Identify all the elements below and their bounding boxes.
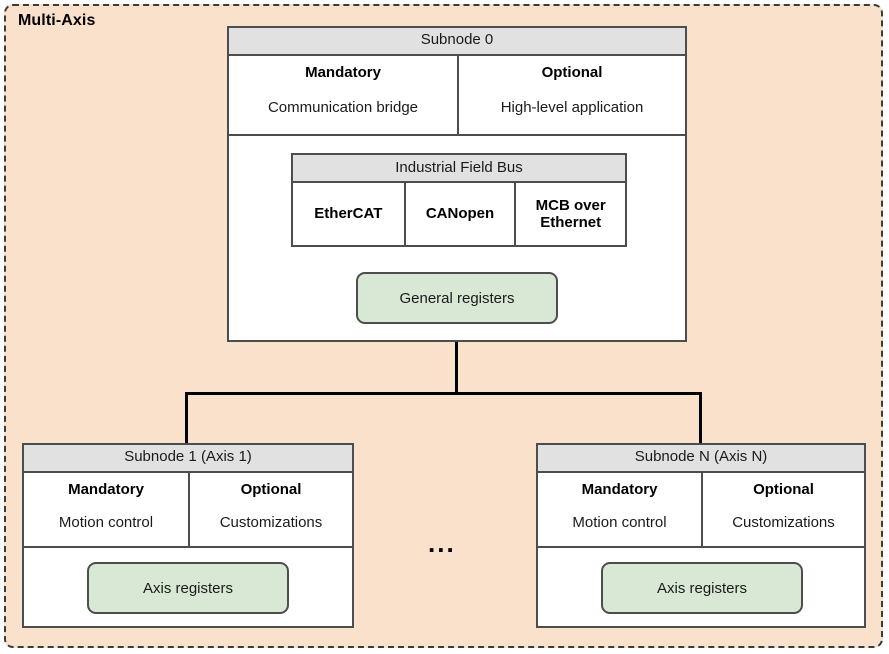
connector-branch-right [699, 392, 702, 445]
subnode-1-optional-value: Customizations [219, 513, 323, 531]
subnode-0-mandatory-column: Mandatory Communication bridge [229, 56, 457, 134]
subnode-1-optional-column: Optional Customizations [188, 472, 352, 546]
subnode-0-header: Subnode 0 [229, 28, 685, 56]
fieldbus-cell-ethercat: EtherCAT [314, 205, 383, 223]
multi-axis-label: Multi-Axis [18, 12, 96, 29]
subnode-1-mandatory-optional-row: Mandatory Motion control Optional Custom… [24, 472, 352, 548]
connector-branch-left [185, 392, 188, 445]
subnode-n-mandatory-optional-row: Mandatory Motion control Optional Custom… [538, 472, 864, 548]
subnode-n-optional-column: Optional Customizations [701, 472, 864, 546]
general-registers-box: General registers [356, 272, 558, 324]
subnode-0-optional-title: Optional [541, 63, 603, 81]
subnode-n-optional-value: Customizations [732, 513, 835, 531]
industrial-field-bus-header: Industrial Field Bus [293, 155, 625, 183]
subnode-1-axis-registers-box: Axis registers [87, 562, 289, 614]
subnode-1-mandatory-title: Mandatory [68, 480, 144, 498]
subnode-0-mandatory-optional-row: Mandatory Communication bridge Optional … [229, 55, 685, 136]
subnode-1-header: Subnode 1 (Axis 1) [24, 445, 352, 473]
subnode-n-mandatory-title: Mandatory [581, 480, 658, 498]
fieldbus-cell-mcb-over-ethernet: MCB over Ethernet [514, 183, 625, 245]
subnode-0-optional-column: Optional High-level application [457, 55, 685, 134]
subnode-0-box: Subnode 0 Mandatory Communication bridge… [227, 26, 687, 342]
subnode-n-mandatory-column: Mandatory Motion control [538, 473, 701, 546]
subnode-0-optional-value: High-level application [500, 98, 644, 116]
subnode-n-axis-registers-box: Axis registers [601, 562, 803, 614]
connector-trunk-vertical [455, 342, 458, 395]
subnode-0-mandatory-title: Mandatory [305, 63, 381, 81]
industrial-field-bus-box: Industrial Field Bus EtherCAT CANopen MC… [291, 153, 627, 247]
subnode-1-mandatory-value: Motion control [58, 513, 154, 531]
subnode-1-mandatory-column: Mandatory Motion control [24, 473, 188, 546]
industrial-field-bus-cells: EtherCAT CANopen MCB over Ethernet [293, 183, 625, 245]
subnode-0-mandatory-value: Communication bridge [267, 98, 419, 116]
subnode-1-optional-title: Optional [240, 480, 302, 498]
subnode-n-box: Subnode N (Axis N) Mandatory Motion cont… [536, 443, 866, 628]
subnode-n-optional-title: Optional [753, 480, 814, 498]
fieldbus-cell-canopen: CANopen [403, 183, 515, 245]
connector-horizontal-bar [185, 392, 702, 395]
subnode-n-mandatory-value: Motion control [572, 513, 667, 531]
ellipsis-separator: ... [428, 528, 456, 558]
subnode-n-header: Subnode N (Axis N) [538, 445, 864, 473]
subnode-1-box: Subnode 1 (Axis 1) Mandatory Motion cont… [22, 443, 354, 628]
